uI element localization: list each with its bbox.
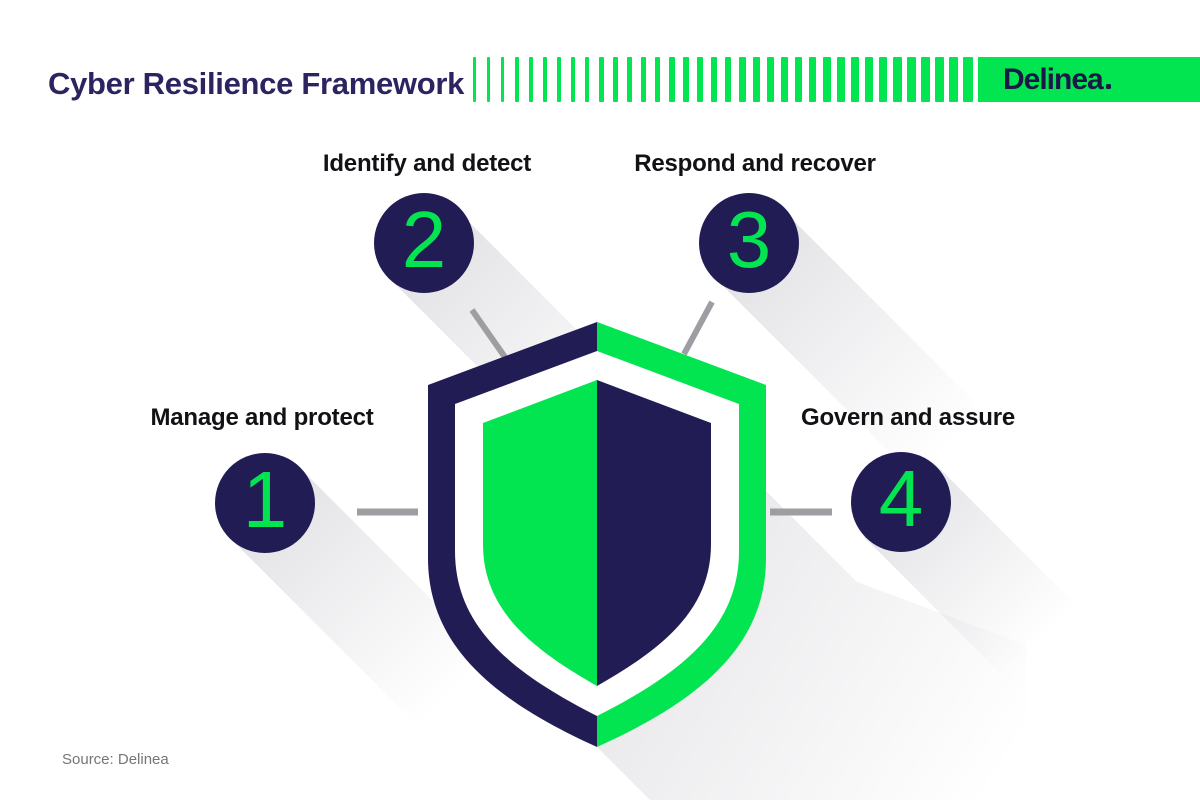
shield-icon (428, 322, 766, 747)
step-label-manage-and-protect: Manage and protect (150, 404, 374, 431)
barcode-decoration (473, 57, 978, 102)
source-attribution: Source: Delinea (62, 751, 169, 768)
connector-line-3 (681, 300, 715, 356)
step-number-3: 3 (726, 195, 772, 284)
step-circle-1: 1 (215, 453, 315, 553)
step-label-identify-and-detect: Identify and detect (322, 150, 532, 177)
page-title: Cyber Resilience Framework (48, 66, 465, 101)
step-circle-2: 2 (374, 193, 474, 293)
connector-line-2 (469, 308, 510, 362)
connector-lines (357, 300, 832, 516)
step-number-2: 2 (401, 195, 447, 284)
step-label-govern-and-assure: Govern and assure (800, 404, 1016, 431)
brand-logo: Delinea (1003, 63, 1104, 96)
step-circle-3: 3 (699, 193, 799, 293)
step-number-4: 4 (878, 454, 924, 543)
step-label-respond-and-recover: Respond and recover (634, 150, 876, 177)
brand-logo-block: Delinea (978, 57, 1200, 102)
step-number-1: 1 (242, 455, 288, 544)
step-circle-4: 4 (851, 452, 951, 552)
brand-logo-dot (1105, 84, 1111, 89)
